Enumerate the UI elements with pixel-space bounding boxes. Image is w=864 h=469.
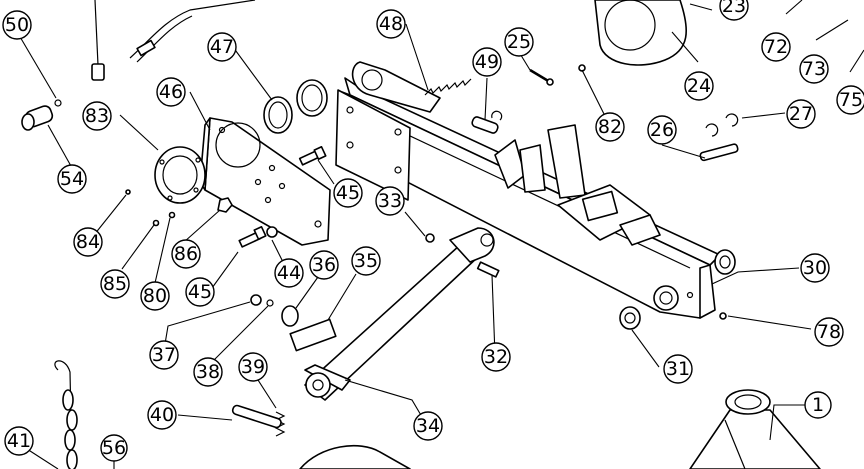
- svg-text:45: 45: [188, 281, 212, 303]
- callout-48: 48: [376, 9, 406, 39]
- svg-text:36: 36: [312, 254, 336, 276]
- callout-54: 54: [57, 164, 87, 194]
- callout-45-upper: 45: [333, 178, 363, 208]
- svg-text:82: 82: [598, 116, 622, 138]
- callout-38: 38: [193, 357, 223, 387]
- callout-73: 73: [799, 54, 829, 84]
- callout-36: 36: [309, 250, 339, 280]
- callout-72: 72: [761, 32, 791, 62]
- callout-27: 27: [786, 99, 816, 129]
- callout-32: 32: [481, 342, 511, 372]
- svg-text:39: 39: [241, 356, 265, 378]
- callout-84: 84: [73, 227, 103, 257]
- svg-text:83: 83: [85, 105, 109, 127]
- callout-33: 33: [375, 186, 405, 216]
- svg-text:40: 40: [150, 404, 174, 426]
- svg-text:75: 75: [839, 89, 863, 111]
- spring-48: [424, 78, 472, 96]
- svg-text:41: 41: [7, 430, 31, 452]
- callout-25: 25: [504, 27, 534, 57]
- callout-30: 30: [800, 253, 830, 283]
- svg-text:86: 86: [174, 243, 198, 265]
- svg-text:45: 45: [336, 182, 360, 204]
- callout-86: 86: [171, 239, 201, 269]
- svg-text:56: 56: [102, 437, 126, 459]
- svg-text:26: 26: [650, 119, 674, 141]
- callout-35: 35: [351, 246, 381, 276]
- svg-text:38: 38: [196, 361, 220, 383]
- callout-44: 44: [274, 258, 304, 288]
- callout-37: 37: [149, 340, 179, 370]
- svg-text:46: 46: [159, 81, 183, 103]
- callout-82: 82: [595, 112, 625, 142]
- callout-34: 34: [413, 411, 443, 441]
- svg-text:47: 47: [210, 36, 234, 58]
- svg-text:44: 44: [277, 262, 301, 284]
- svg-text:34: 34: [416, 415, 440, 437]
- svg-text:84: 84: [76, 231, 100, 253]
- flange-83: [154, 146, 206, 204]
- callout-56: 56: [100, 434, 128, 462]
- bushing-31: [619, 306, 641, 330]
- svg-text:27: 27: [789, 103, 813, 125]
- bearing-plate-46: [199, 117, 331, 246]
- callout-50: 50: [2, 10, 32, 40]
- callout-49: 49: [472, 47, 502, 77]
- callout-45-lower: 45: [185, 277, 215, 307]
- svg-text:54: 54: [60, 168, 84, 190]
- svg-text:33: 33: [378, 190, 402, 212]
- svg-text:30: 30: [803, 257, 827, 279]
- callout-85: 85: [100, 269, 130, 299]
- svg-text:32: 32: [484, 346, 508, 368]
- callout-26: 26: [647, 115, 677, 145]
- callout-46: 46: [156, 77, 186, 107]
- svg-text:24: 24: [687, 75, 711, 97]
- main-beam: [335, 61, 721, 319]
- callout-41: 41: [4, 426, 34, 456]
- callout-23: 23: [719, 0, 749, 21]
- callout-47: 47: [207, 32, 237, 62]
- spring-39-pin-40: [231, 404, 286, 437]
- callout-78: 78: [814, 317, 844, 347]
- callout-1: 1: [804, 391, 832, 419]
- callout-83: 83: [82, 101, 112, 131]
- svg-text:48: 48: [379, 13, 403, 35]
- bolts-and-nuts: [125, 145, 500, 307]
- spacer-bushing: [714, 249, 736, 275]
- callout-75: 75: [836, 85, 864, 115]
- bushing-24: [594, 0, 687, 66]
- callout-80: 80: [140, 281, 170, 311]
- callout-39: 39: [238, 352, 268, 382]
- small-hardware: [529, 64, 739, 320]
- svg-text:49: 49: [475, 51, 499, 73]
- pin-49: [471, 110, 503, 134]
- svg-text:37: 37: [152, 344, 176, 366]
- fitting-54: [21, 0, 256, 131]
- svg-text:80: 80: [143, 285, 167, 307]
- svg-text:78: 78: [817, 321, 841, 343]
- callout-40: 40: [147, 400, 177, 430]
- svg-text:85: 85: [103, 273, 127, 295]
- svg-text:31: 31: [666, 358, 690, 380]
- arm-34: [304, 364, 351, 398]
- svg-text:23: 23: [722, 0, 746, 17]
- callout-31: 31: [663, 354, 693, 384]
- frame-1: [299, 389, 821, 469]
- svg-text:35: 35: [354, 250, 378, 272]
- seal-rings-47: [263, 79, 328, 134]
- callout-24: 24: [684, 71, 714, 101]
- leader-lines: [15, 0, 864, 469]
- svg-text:1: 1: [812, 394, 824, 416]
- svg-text:72: 72: [764, 36, 788, 58]
- svg-text:73: 73: [802, 58, 826, 80]
- chain: [54, 360, 78, 469]
- svg-text:50: 50: [5, 14, 29, 36]
- svg-text:25: 25: [507, 31, 531, 53]
